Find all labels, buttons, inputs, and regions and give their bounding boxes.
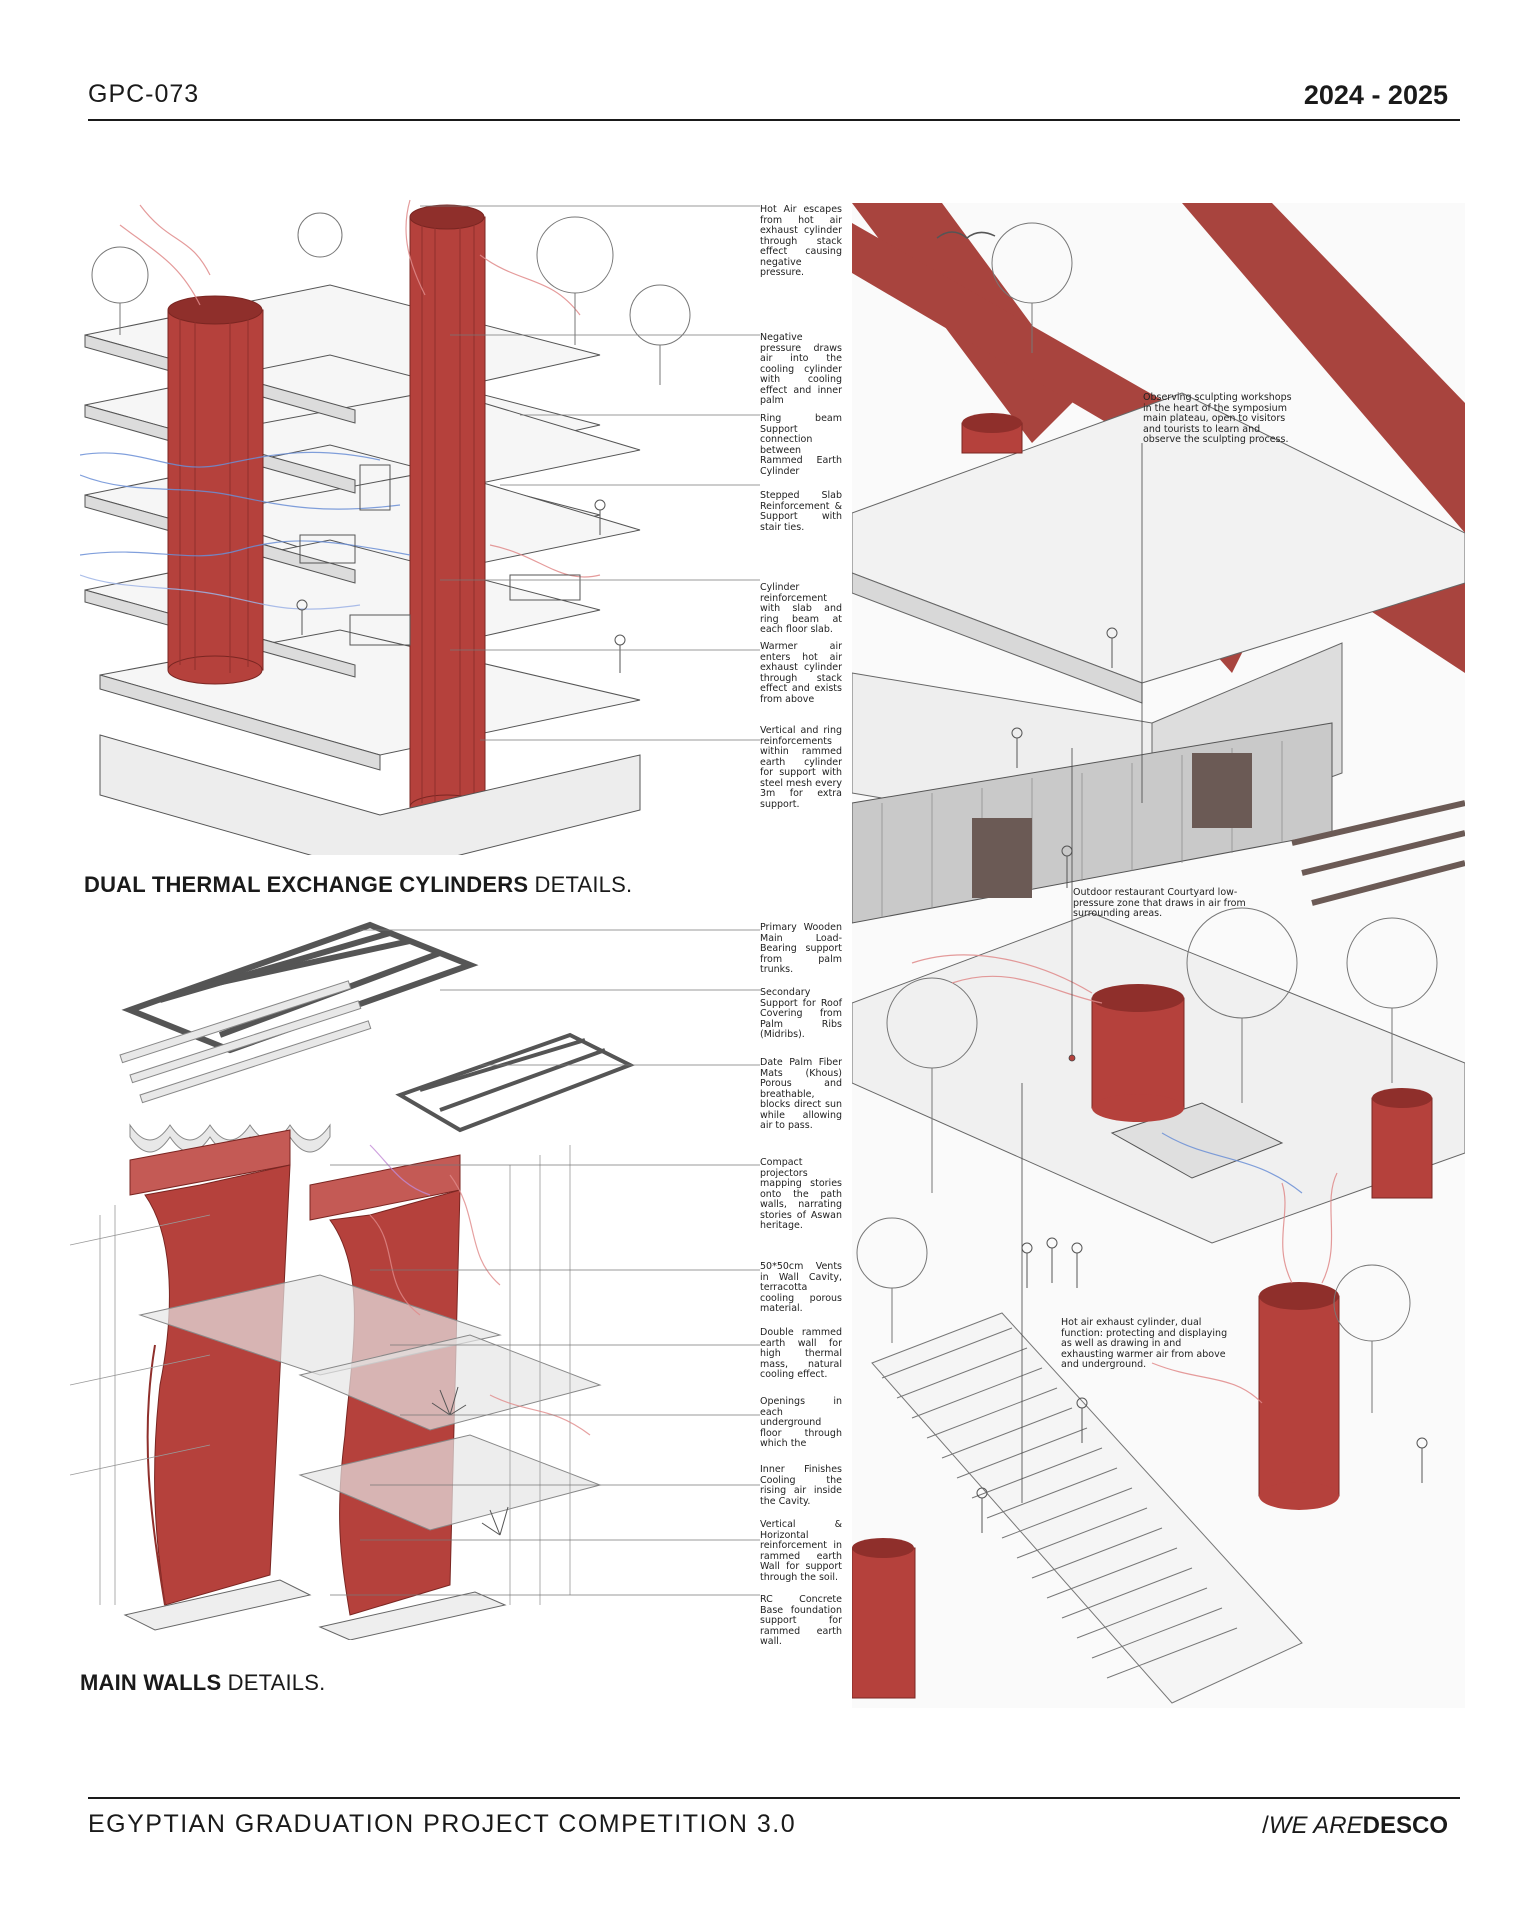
wall-note-palm-fiber-mats: Date Palm Fiber Mats (Khous) Porous and … [760, 1057, 842, 1131]
brand-logo: /WE AREDESCO [1262, 1812, 1448, 1839]
cylinder-note-hot-air: Hot Air escapes from hot air exhaust cyl… [760, 204, 842, 278]
cylinder-note-reinforcement: Cylinder reinforcement with slab and rin… [760, 582, 842, 635]
cylinder-note-stepped-slab: Stepped Slab Reinforcement & Support wit… [760, 490, 842, 533]
wall-note-reinforcement: Vertical & Horizontal reinforcement in r… [760, 1519, 842, 1583]
project-years: 2024 - 2025 [1303, 80, 1448, 110]
wall-note-foundation: RC Concrete Base foundation support for … [760, 1594, 842, 1647]
wall-note-double-wall: Double rammed earth wall for high therma… [760, 1327, 842, 1380]
wall-note-projectors: Compact projectors mapping stories onto … [760, 1157, 842, 1231]
cylinder-leader-lines [420, 205, 760, 741]
cylinders-section-title: DUAL THERMAL EXCHANGE CYLINDERS DETAILS. [84, 872, 633, 897]
cylinder-note-warmer-air: Warmer air enters hot air exhaust cylind… [760, 641, 842, 705]
perspective-note-restaurant: Outdoor restaurant Courtyard low-pressur… [1073, 887, 1246, 919]
perspective-note-exhaust: Hot air exhaust cylinder, dual function:… [1061, 1317, 1228, 1370]
walls-exploded-drawing [70, 921, 635, 1640]
lower-cylinder [852, 1538, 916, 1699]
right-exhaust-cylinder [409, 204, 486, 820]
perspective-note-workshops: Observing sculpting workshops in the hea… [1143, 392, 1292, 445]
header-rule [88, 119, 1460, 121]
cylinder-note-negative-pressure: Negative pressure draws air into the coo… [760, 332, 842, 406]
grand-staircase [871, 1312, 1303, 1704]
upper-cylinder [961, 413, 1023, 454]
patterned-screen-wall [852, 722, 1333, 924]
courtyard-cylinder-2 [1371, 1088, 1433, 1199]
cylinder-axonometric-drawing [80, 199, 691, 855]
footer-rule [88, 1797, 1460, 1799]
bird-icon [936, 231, 996, 239]
cylinder-note-vertical-ring: Vertical and ring reinforcements within … [760, 725, 842, 810]
left-cooling-cylinder [167, 295, 264, 685]
wall-note-openings: Openings in each underground floor throu… [760, 1396, 842, 1449]
wall-note-primary-wooden: Primary Wooden Main Load-Bearing support… [760, 922, 842, 975]
left-rammed-earth-wall [129, 1129, 291, 1606]
wall-note-inner-finishes: Inner Finishes Cooling the rising air in… [760, 1464, 842, 1507]
competition-title: EGYPTIAN GRADUATION PROJECT COMPETITION … [88, 1810, 797, 1838]
symposium-perspective-drawing [852, 203, 1465, 1708]
courtyard-cylinder [1091, 984, 1185, 1122]
project-code: GPC-073 [88, 80, 200, 108]
wall-note-vents: 50*50cm Vents in Wall Cavity, terracotta… [760, 1261, 842, 1314]
wall-note-secondary-support: Secondary Support for Roof Covering from… [760, 987, 842, 1040]
cylinder-note-ring-beam: Ring beam Support connection between Ram… [760, 413, 842, 477]
exhaust-cylinder [1258, 1282, 1340, 1510]
walls-leader-lines [330, 929, 760, 1596]
walls-section-title: MAIN WALLS DETAILS. [80, 1670, 326, 1695]
